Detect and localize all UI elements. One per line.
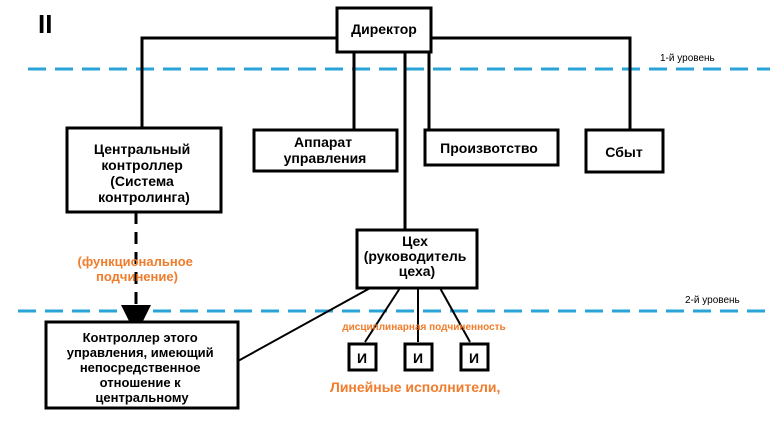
line-executors-label: Линейные исполнители,	[330, 379, 500, 395]
sales-label: Сбыт	[605, 144, 643, 160]
director-to-sales-connector	[431, 36, 632, 130]
executor-label-2: И	[413, 350, 423, 366]
central-controller-label: Центральный контроллер (Система контроли…	[94, 141, 194, 205]
management-apparatus-label: Аппарат управления	[284, 134, 367, 166]
central-controller-box	[65, 126, 223, 214]
executor-label-3: И	[469, 350, 479, 366]
executor-box-2	[403, 342, 434, 372]
roman-numeral-marker: II	[38, 9, 52, 39]
production-box	[423, 128, 560, 167]
level-1-label: 1-й уровень	[660, 53, 715, 64]
local-controller-label: Контроллер этого управления, имеющий неп…	[67, 330, 218, 405]
director-label: Директор	[351, 21, 417, 37]
level-2-label: 2-й уровень	[685, 295, 740, 306]
local-controller-box	[44, 320, 240, 410]
disciplinary-subordination-label: дисциплинарная подчиненность	[342, 322, 505, 333]
workshop-to-executor-3-connector	[439, 287, 471, 343]
executor-label-1: И	[357, 350, 367, 366]
management-apparatus-box	[252, 128, 399, 173]
director-box	[335, 6, 433, 54]
workshop-box	[355, 228, 479, 290]
workshop-to-local-controller-connector	[237, 286, 373, 362]
sales-box	[584, 128, 665, 174]
workshop-to-executor-1-connector	[364, 287, 401, 343]
executor-box-3	[459, 342, 490, 372]
production-label: Произвотство	[440, 140, 538, 156]
director-to-central-connector	[140, 36, 337, 128]
executor-box-1	[347, 342, 378, 372]
workshop-label: Цех (руководитель цеха)	[364, 233, 471, 279]
functional-subordination-label: (функциональное подчинение)	[77, 254, 196, 284]
